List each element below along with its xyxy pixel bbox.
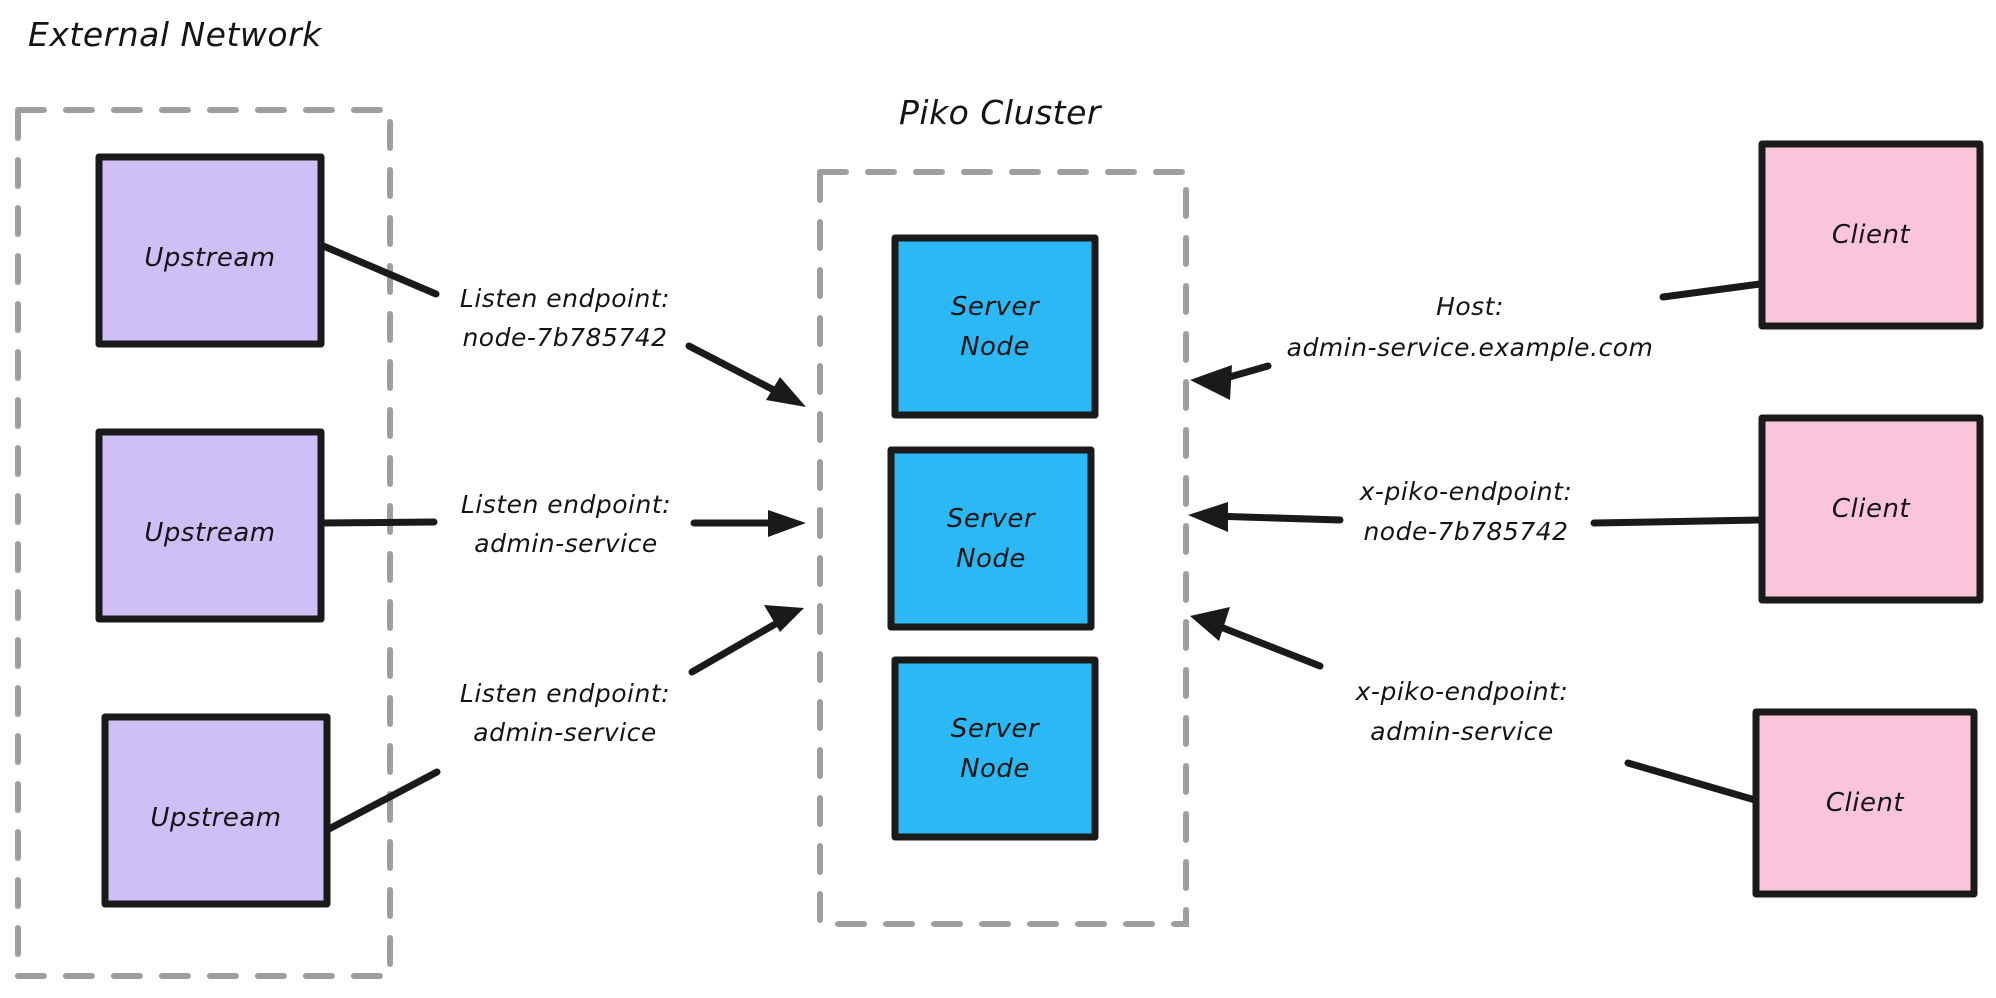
edge-client-2-label-line1: x-piko-endpoint: <box>1359 477 1573 506</box>
edge-upstream-2-label-line1: Listen endpoint: <box>461 490 671 519</box>
edge-upstream-1-segment-a <box>317 241 440 298</box>
edge-client-1-segment-a <box>1659 280 1764 301</box>
edge-upstream-3-segment-a <box>323 768 441 834</box>
edge-client-3-arrowhead <box>1190 607 1230 641</box>
piko-cluster-title: Piko Cluster <box>899 93 1103 132</box>
edge-upstream-2-segment-a <box>317 518 438 527</box>
edge-client-1: Host: admin-service.example.com <box>1190 280 1764 400</box>
external-network-title: External Network <box>28 15 323 54</box>
edge-client-3: x-piko-endpoint: admin-service <box>1190 607 1759 804</box>
edge-client-3-label-line2: admin-service <box>1370 717 1553 746</box>
edge-client-2-label-line2: node-7b785742 <box>1363 517 1568 546</box>
edge-client-1-segment-b <box>1208 362 1272 386</box>
server-node-1-hit[interactable] <box>895 238 1095 415</box>
upstream-node-1-hit[interactable] <box>99 157 321 344</box>
edge-upstream-3-label-line1: Listen endpoint: <box>460 679 670 708</box>
client-node-3-hit[interactable] <box>1756 712 1974 894</box>
upstream-node-2-hit[interactable] <box>99 432 321 619</box>
edge-client-1-label-line2: admin-service.example.com <box>1287 333 1654 362</box>
edge-client-2-segment-b <box>1208 512 1344 524</box>
edge-upstream-3: Listen endpoint: admin-service <box>323 605 804 834</box>
edge-client-3-segment-a <box>1624 759 1759 804</box>
upstream-node-3-hit[interactable] <box>105 717 327 904</box>
server-node-3-hit[interactable] <box>895 660 1095 837</box>
edge-client-2: x-piko-endpoint: node-7b785742 <box>1188 477 1764 546</box>
edge-client-2-segment-a <box>1590 516 1764 527</box>
edge-upstream-1-segment-b <box>685 342 799 405</box>
edge-client-1-arrowhead <box>1190 365 1232 400</box>
edge-upstream-3-arrowhead <box>764 605 804 632</box>
client-node-1-hit[interactable] <box>1762 144 1980 326</box>
edge-upstream-3-segment-b <box>688 611 795 676</box>
edge-upstream-1: Listen endpoint: node-7b785742 <box>317 241 806 407</box>
client-node-2-hit[interactable] <box>1762 418 1980 600</box>
edge-client-3-segment-b <box>1209 620 1324 670</box>
edge-upstream-1-label-line2: node-7b785742 <box>462 323 667 352</box>
edge-upstream-3-label-line2: admin-service <box>473 718 656 747</box>
edge-client-3-label-line1: x-piko-endpoint: <box>1355 677 1569 706</box>
edge-client-1-label-line1: Host: <box>1436 292 1504 321</box>
edge-upstream-1-label-line1: Listen endpoint: <box>460 284 670 313</box>
edge-upstream-2-arrowhead <box>768 510 806 537</box>
edge-client-2-arrowhead <box>1188 502 1228 532</box>
server-node-2-hit[interactable] <box>891 450 1091 627</box>
edge-upstream-2: Listen endpoint: admin-service <box>317 490 806 558</box>
edge-upstream-2-label-line2: admin-service <box>474 529 657 558</box>
edge-upstream-1-arrowhead <box>766 377 806 407</box>
